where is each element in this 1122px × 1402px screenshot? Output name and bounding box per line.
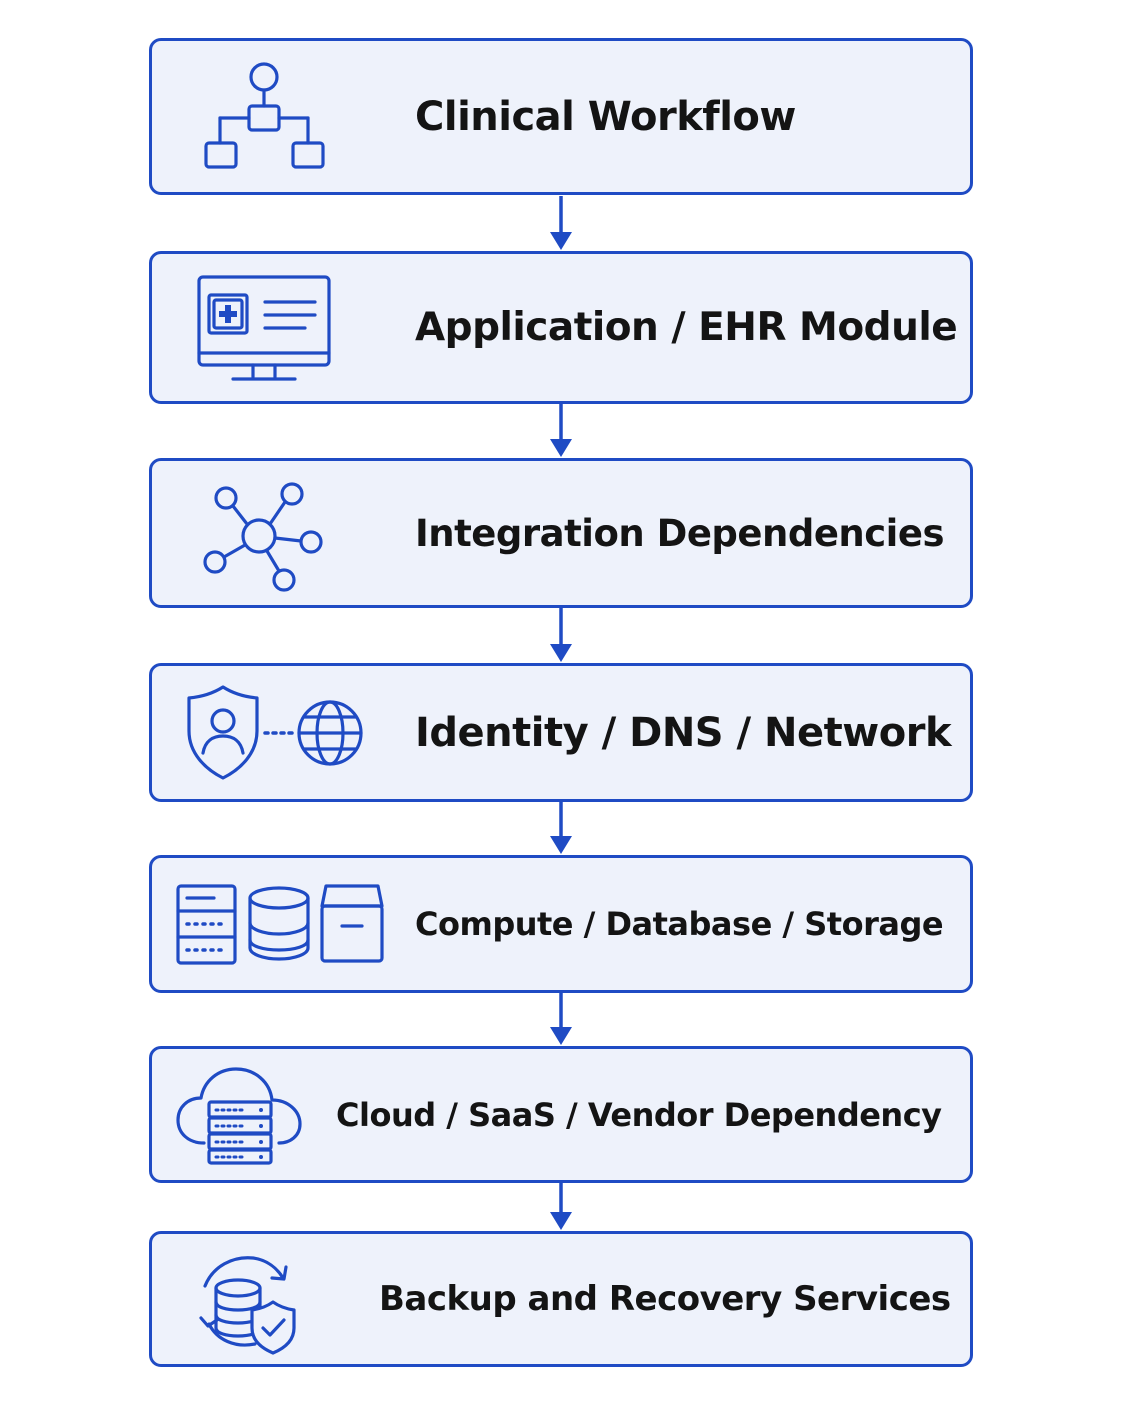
layer-box-backup-recovery: Backup and Recovery Services — [149, 1231, 973, 1367]
layer-label: Backup and Recovery Services — [379, 1279, 951, 1319]
cloud-server-icon — [176, 1067, 302, 1165]
layer-label: Integration Dependencies — [415, 511, 944, 555]
server-database-storage-icon — [176, 884, 384, 965]
shield-globe-icon — [187, 685, 363, 780]
workflow-hierarchy-icon — [204, 62, 325, 169]
layer-box-application-ehr: Application / EHR Module — [149, 251, 973, 404]
layer-label: Identity / DNS / Network — [415, 709, 952, 756]
integration-network-icon — [203, 482, 323, 592]
layer-box-integration: Integration Dependencies — [149, 458, 973, 608]
ehr-monitor-icon — [197, 275, 331, 381]
backup-recovery-icon — [199, 1256, 296, 1355]
layer-box-cloud-saas-vendor: Cloud / SaaS / Vendor Dependency — [149, 1046, 973, 1183]
layer-label: Clinical Workflow — [415, 93, 796, 140]
layer-box-clinical-workflow: Clinical Workflow — [149, 38, 973, 195]
layer-label: Application / EHR Module — [415, 305, 958, 350]
layer-box-compute-database-storage: Compute / Database / Storage — [149, 855, 973, 993]
layer-label: Cloud / SaaS / Vendor Dependency — [336, 1095, 942, 1134]
layer-box-identity-dns-network: Identity / DNS / Network — [149, 663, 973, 802]
layer-label: Compute / Database / Storage — [415, 905, 944, 943]
